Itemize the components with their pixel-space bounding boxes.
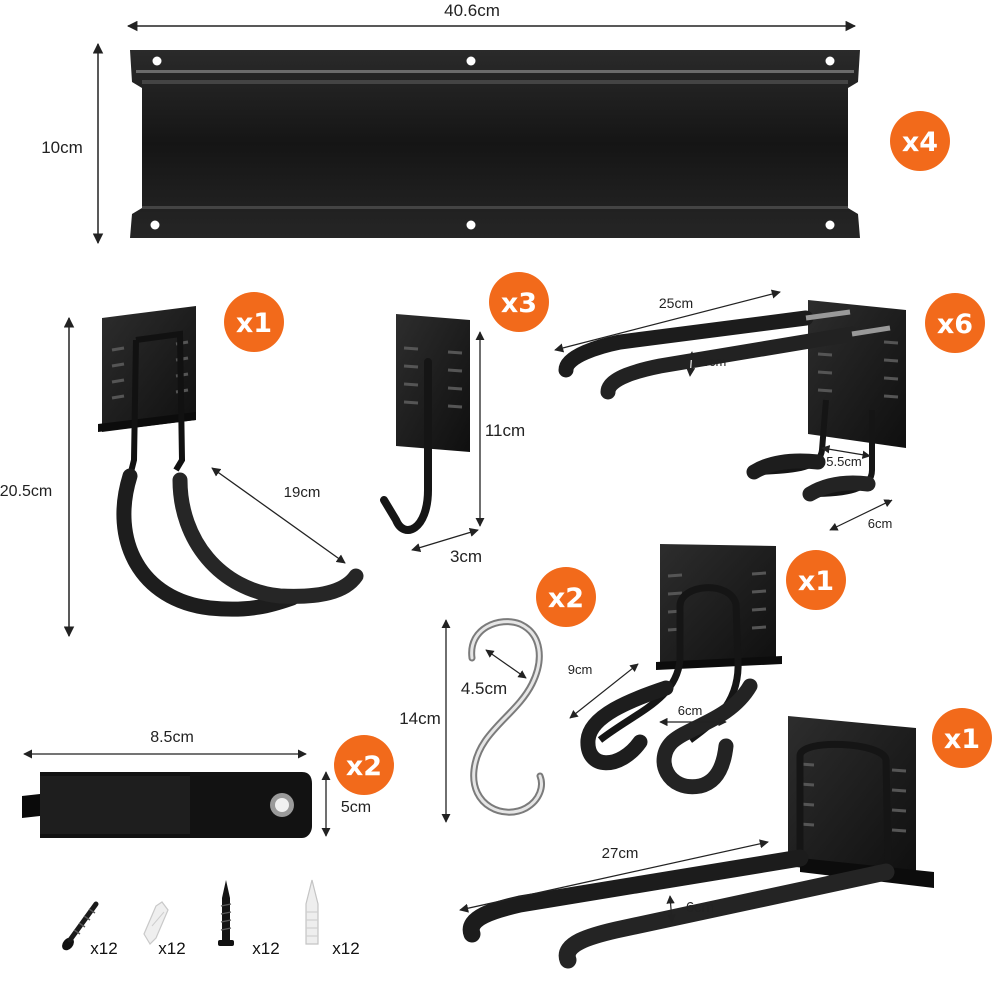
s-hook: 14cm 4.5cm x2 <box>399 567 596 823</box>
double-hook-length-label: 25cm <box>659 295 693 311</box>
s-hook-height-label: 14cm <box>399 709 441 728</box>
hardware-qty: x12 <box>158 939 185 958</box>
rail-screw-hole <box>152 56 162 66</box>
bike-hook-arm-front <box>116 468 300 617</box>
j-hook-quantity-badge: x3 <box>489 272 549 332</box>
strap-width-label: 8.5cm <box>150 729 194 746</box>
rail-screw-hole <box>825 220 835 230</box>
rail-height-label: 10cm <box>41 138 83 157</box>
s-hook-width-label: 4.5cm <box>461 679 507 698</box>
strap-height-label: 5cm <box>341 799 371 816</box>
double-hook-quantity-badge: x6 <box>925 293 985 353</box>
black-bolt-icon <box>218 880 234 946</box>
s-hook-wire <box>470 620 543 814</box>
svg-text:x1: x1 <box>236 308 272 339</box>
u-hook-gap-label: 6cm <box>678 703 703 718</box>
hardware-qty: x12 <box>90 939 117 958</box>
black-screw-icon <box>62 901 99 951</box>
u-hook: 9cm 6cm x1 <box>568 544 846 795</box>
wall-rail: 40.6cm 10cm x4 <box>41 1 950 245</box>
s-hook-quantity-badge: x2 <box>536 567 596 627</box>
long-hook-length-label: 27cm <box>602 845 639 862</box>
hardware-kit: x12 x12 x12 x12 <box>62 879 360 958</box>
long-hook-arm-back <box>558 863 895 969</box>
hardware-qty: x12 <box>332 939 359 958</box>
rail-screw-hole <box>825 56 835 66</box>
double-hook-inner-label: 5.5cm <box>826 454 861 469</box>
svg-text:x4: x4 <box>902 127 938 158</box>
svg-text:x2: x2 <box>346 751 382 782</box>
j-hook-depth-dimension <box>411 528 479 552</box>
rail-body <box>130 50 860 238</box>
svg-text:x1: x1 <box>798 566 834 597</box>
svg-text:x1: x1 <box>944 724 980 755</box>
long-hook-gap-dimension <box>666 895 676 923</box>
bike-hook-reach-dimension <box>211 467 346 564</box>
rail-screw-hole <box>150 220 160 230</box>
svg-text:x6: x6 <box>937 309 973 340</box>
svg-text:x3: x3 <box>501 288 537 319</box>
hardware-qty: x12 <box>252 939 279 958</box>
double-hook-gap-dimension <box>686 351 696 377</box>
long-hook-length-dimension <box>459 839 769 913</box>
svg-text:x2: x2 <box>548 583 584 614</box>
velcro-strap: 8.5cm 5cm x2 <box>22 729 394 838</box>
double-hook-length-dimension <box>554 289 781 353</box>
j-hook-arm <box>380 358 432 534</box>
double-hook-gap-label: 6cm <box>702 354 727 369</box>
u-hook-reach-label: 9cm <box>568 662 593 677</box>
j-hook-depth-label: 3cm <box>450 547 482 566</box>
u-hook-reach-dimension <box>569 663 639 719</box>
double-hook-depth-label: 6cm <box>868 516 893 531</box>
u-hook-quantity-badge: x1 <box>786 550 846 610</box>
u-hook-plate <box>660 544 776 668</box>
double-hook-depth-dimension <box>829 499 893 531</box>
white-anchor-icon <box>143 901 169 945</box>
double-hook-inner-dimension <box>821 445 871 459</box>
long-hook-gap-label: 6cm <box>686 899 714 916</box>
double-hook: 25cm 6cm 5.5cm 6cm x6 <box>554 289 985 531</box>
rail-screw-hole <box>466 56 476 66</box>
rail-screw-hole <box>466 220 476 230</box>
rail-width-label: 40.6cm <box>444 1 500 20</box>
rail-quantity-badge: x4 <box>890 111 950 171</box>
bike-hook-height-label: 20.5cm <box>0 483 52 500</box>
long-hook: 27cm 6cm x1 <box>459 708 992 969</box>
s-hook-width-dimension <box>485 649 527 679</box>
long-hook-quantity-badge: x1 <box>932 708 992 768</box>
white-plug-icon <box>305 879 319 945</box>
bike-hook: 20.5cm 19cm x1 <box>0 292 364 638</box>
j-hook-height-label: 11cm <box>485 421 525 440</box>
bike-hook-quantity-badge: x1 <box>224 292 284 352</box>
j-hook: 11cm 3cm x3 <box>380 272 549 566</box>
bike-hook-reach-label: 19cm <box>284 484 321 501</box>
bike-hook-arm-back <box>172 472 364 604</box>
strap-quantity-badge: x2 <box>334 735 394 795</box>
